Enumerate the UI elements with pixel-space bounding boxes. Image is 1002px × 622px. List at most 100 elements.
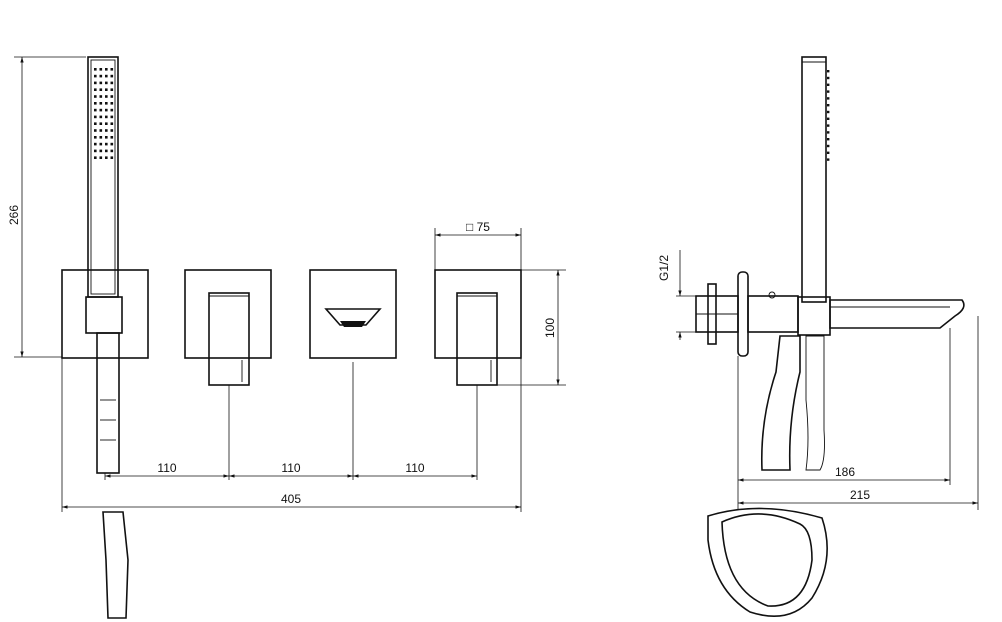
nozzle [99,149,103,153]
dim-label-405: 405 [281,492,301,506]
nozzle [105,74,108,78]
dim-label-g12: G1/2 [657,255,671,281]
spray-nozzles [94,68,114,159]
nozzle [105,68,108,71]
front-view: 266 □ 75 100 110 110 110 [7,56,566,619]
bath-spout [829,299,965,329]
nozzle [99,81,103,85]
dim-projections: 186 215 [737,316,979,510]
spout-cross-section [707,507,828,618]
nozzle [105,149,108,153]
hose-end [102,511,129,619]
dim-plate-size: □ 75 [434,220,522,270]
nozzle [99,115,103,119]
nozzle [105,81,108,85]
nozzle [110,156,114,159]
side-nozzle [827,70,830,73]
side-nozzle [827,110,830,114]
nozzle [94,142,97,146]
nozzle [99,102,103,105]
nozzle [94,149,97,153]
dim-label-110-c: 110 [405,461,424,475]
side-nozzle [827,76,830,80]
mixer-lever-1 [208,292,250,386]
nozzle [110,149,114,153]
nozzle [99,142,103,146]
side-nozzle [827,104,830,107]
shower-handle [96,332,120,474]
nozzle [99,156,103,159]
side-nozzle [827,151,830,154]
nozzle [94,136,97,139]
wall-plate-2 [184,269,272,386]
dim-label-215: 215 [850,488,870,502]
dim-plate-height: 100 [497,269,566,386]
wall-plate-3 [309,269,397,359]
side-nozzle [827,131,830,134]
nozzle [105,156,108,159]
wall-plate-4 [434,269,522,386]
nozzle [105,129,108,132]
dim-handshower-height: 266 [7,56,86,358]
side-nozzle [827,117,830,120]
nozzle [94,102,97,105]
nozzle [94,156,97,159]
dim-label-100: 100 [543,318,557,338]
side-nozzle [827,138,830,141]
hose-curve [760,335,801,471]
nozzle [110,129,114,132]
nozzle [110,142,114,146]
nozzle [105,115,108,119]
nozzle [110,74,114,78]
nozzle [94,129,97,132]
side-nozzle [827,144,830,148]
nozzle [105,102,108,105]
side-nozzle [827,83,830,86]
nozzle [105,108,108,112]
nozzle [110,81,114,85]
spout-outlet [324,308,382,326]
nozzle [110,136,114,139]
wall-flange [737,271,749,357]
nozzle [110,115,114,119]
nozzle [94,68,97,71]
dim-label-110-a: 110 [157,461,176,475]
wall-plate-1 [61,269,149,359]
nozzle [105,95,108,98]
nozzle [99,95,103,98]
nozzle [110,95,114,98]
side-nozzle [827,158,830,161]
side-nozzle [827,124,830,127]
shower-holder [85,296,123,334]
dim-thread: G1/2 [657,250,696,340]
nozzle [94,95,97,98]
nozzle [110,88,114,91]
hand-shower-side [801,56,827,303]
plate-section [747,295,799,333]
nozzle [110,102,114,105]
dim-label-266: 266 [7,205,21,225]
nozzle [110,122,114,125]
dim-label-186: 186 [835,465,855,479]
nozzle [99,68,103,71]
side-nozzle [827,97,830,100]
side-spray-nozzles [827,70,830,161]
nozzle [94,88,97,91]
nozzle [99,122,103,125]
nozzle [94,81,97,85]
dim-total-width: 405 [61,358,522,512]
nozzle [99,108,103,112]
dim-label-110-b: 110 [281,461,300,475]
side-nozzle [827,90,830,93]
dim-spacings: 110 110 110 [104,362,478,480]
nozzle [110,108,114,112]
nozzle [94,115,97,119]
nozzle [94,108,97,112]
nozzle [105,136,108,139]
nozzle [105,142,108,146]
nozzle [110,68,114,71]
hand-shower [85,56,123,474]
nozzle [99,74,103,78]
